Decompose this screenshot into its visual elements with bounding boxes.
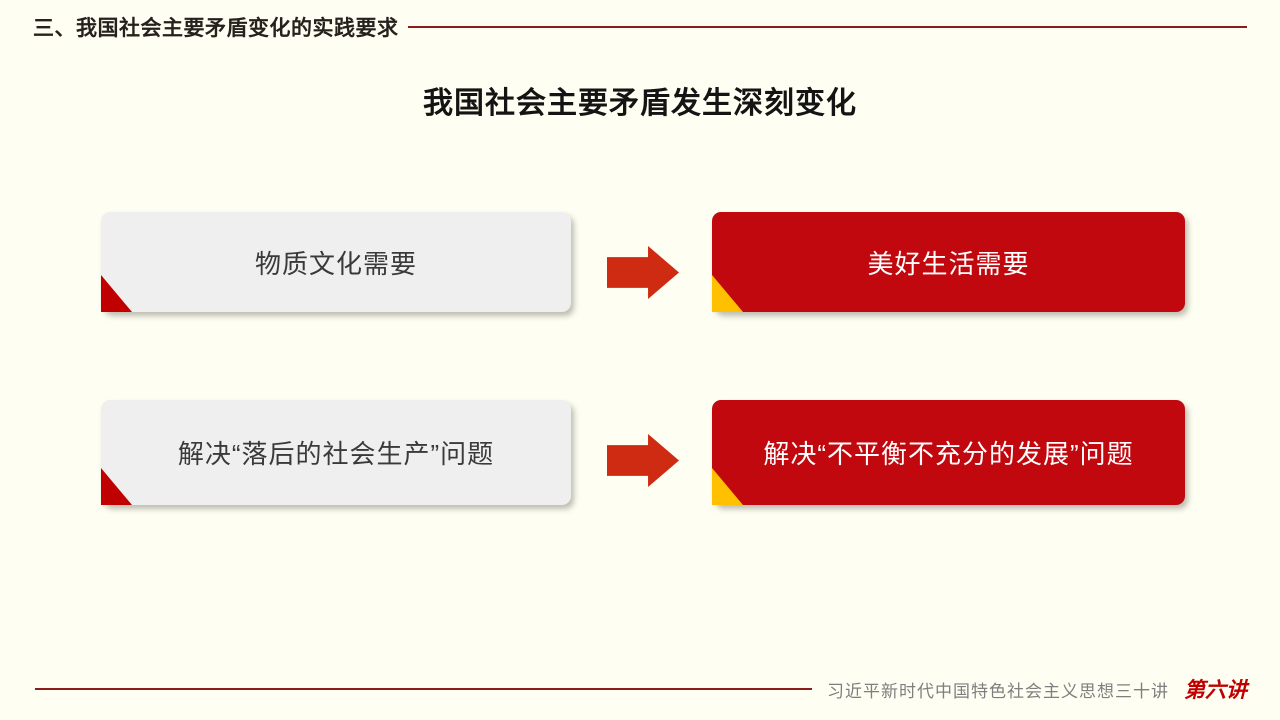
corner-fold-icon [101, 468, 132, 505]
slide-main-title: 我国社会主要矛盾发生深刻变化 [423, 87, 857, 120]
corner-fold-icon [712, 468, 743, 505]
arrow-right-icon [607, 246, 679, 299]
after-box-problem-label: 解决“不平衡不充分的发展”问题 [763, 439, 1134, 469]
before-box-needs: 物质文化需要 [101, 212, 571, 312]
footer-series-title: 习近平新时代中国特色社会主义思想三十讲 [827, 681, 1169, 701]
footer-lecture-badge: 第六讲 [1184, 677, 1247, 702]
before-box-needs-label: 物质文化需要 [254, 248, 417, 279]
before-box-problem: 解决“落后的社会生产”问题 [101, 400, 571, 505]
slide-footer: 习近平新时代中国特色社会主义思想三十讲 第六讲 [35, 675, 1247, 703]
after-box-needs: 美好生活需要 [712, 212, 1185, 312]
slide-header: 三、我国社会主要矛盾变化的实践要求 [33, 12, 1247, 42]
arrow-right-icon [607, 434, 679, 487]
header-rule-line [407, 26, 1247, 28]
corner-fold-icon [101, 275, 132, 312]
footer-rule-line [35, 688, 812, 690]
corner-fold-icon [712, 275, 743, 312]
section-title: 三、我国社会主要矛盾变化的实践要求 [33, 17, 399, 40]
before-box-problem-label: 解决“落后的社会生产”问题 [177, 439, 495, 469]
after-box-needs-label: 美好生活需要 [867, 248, 1030, 279]
after-box-problem: 解决“不平衡不充分的发展”问题 [712, 400, 1185, 505]
